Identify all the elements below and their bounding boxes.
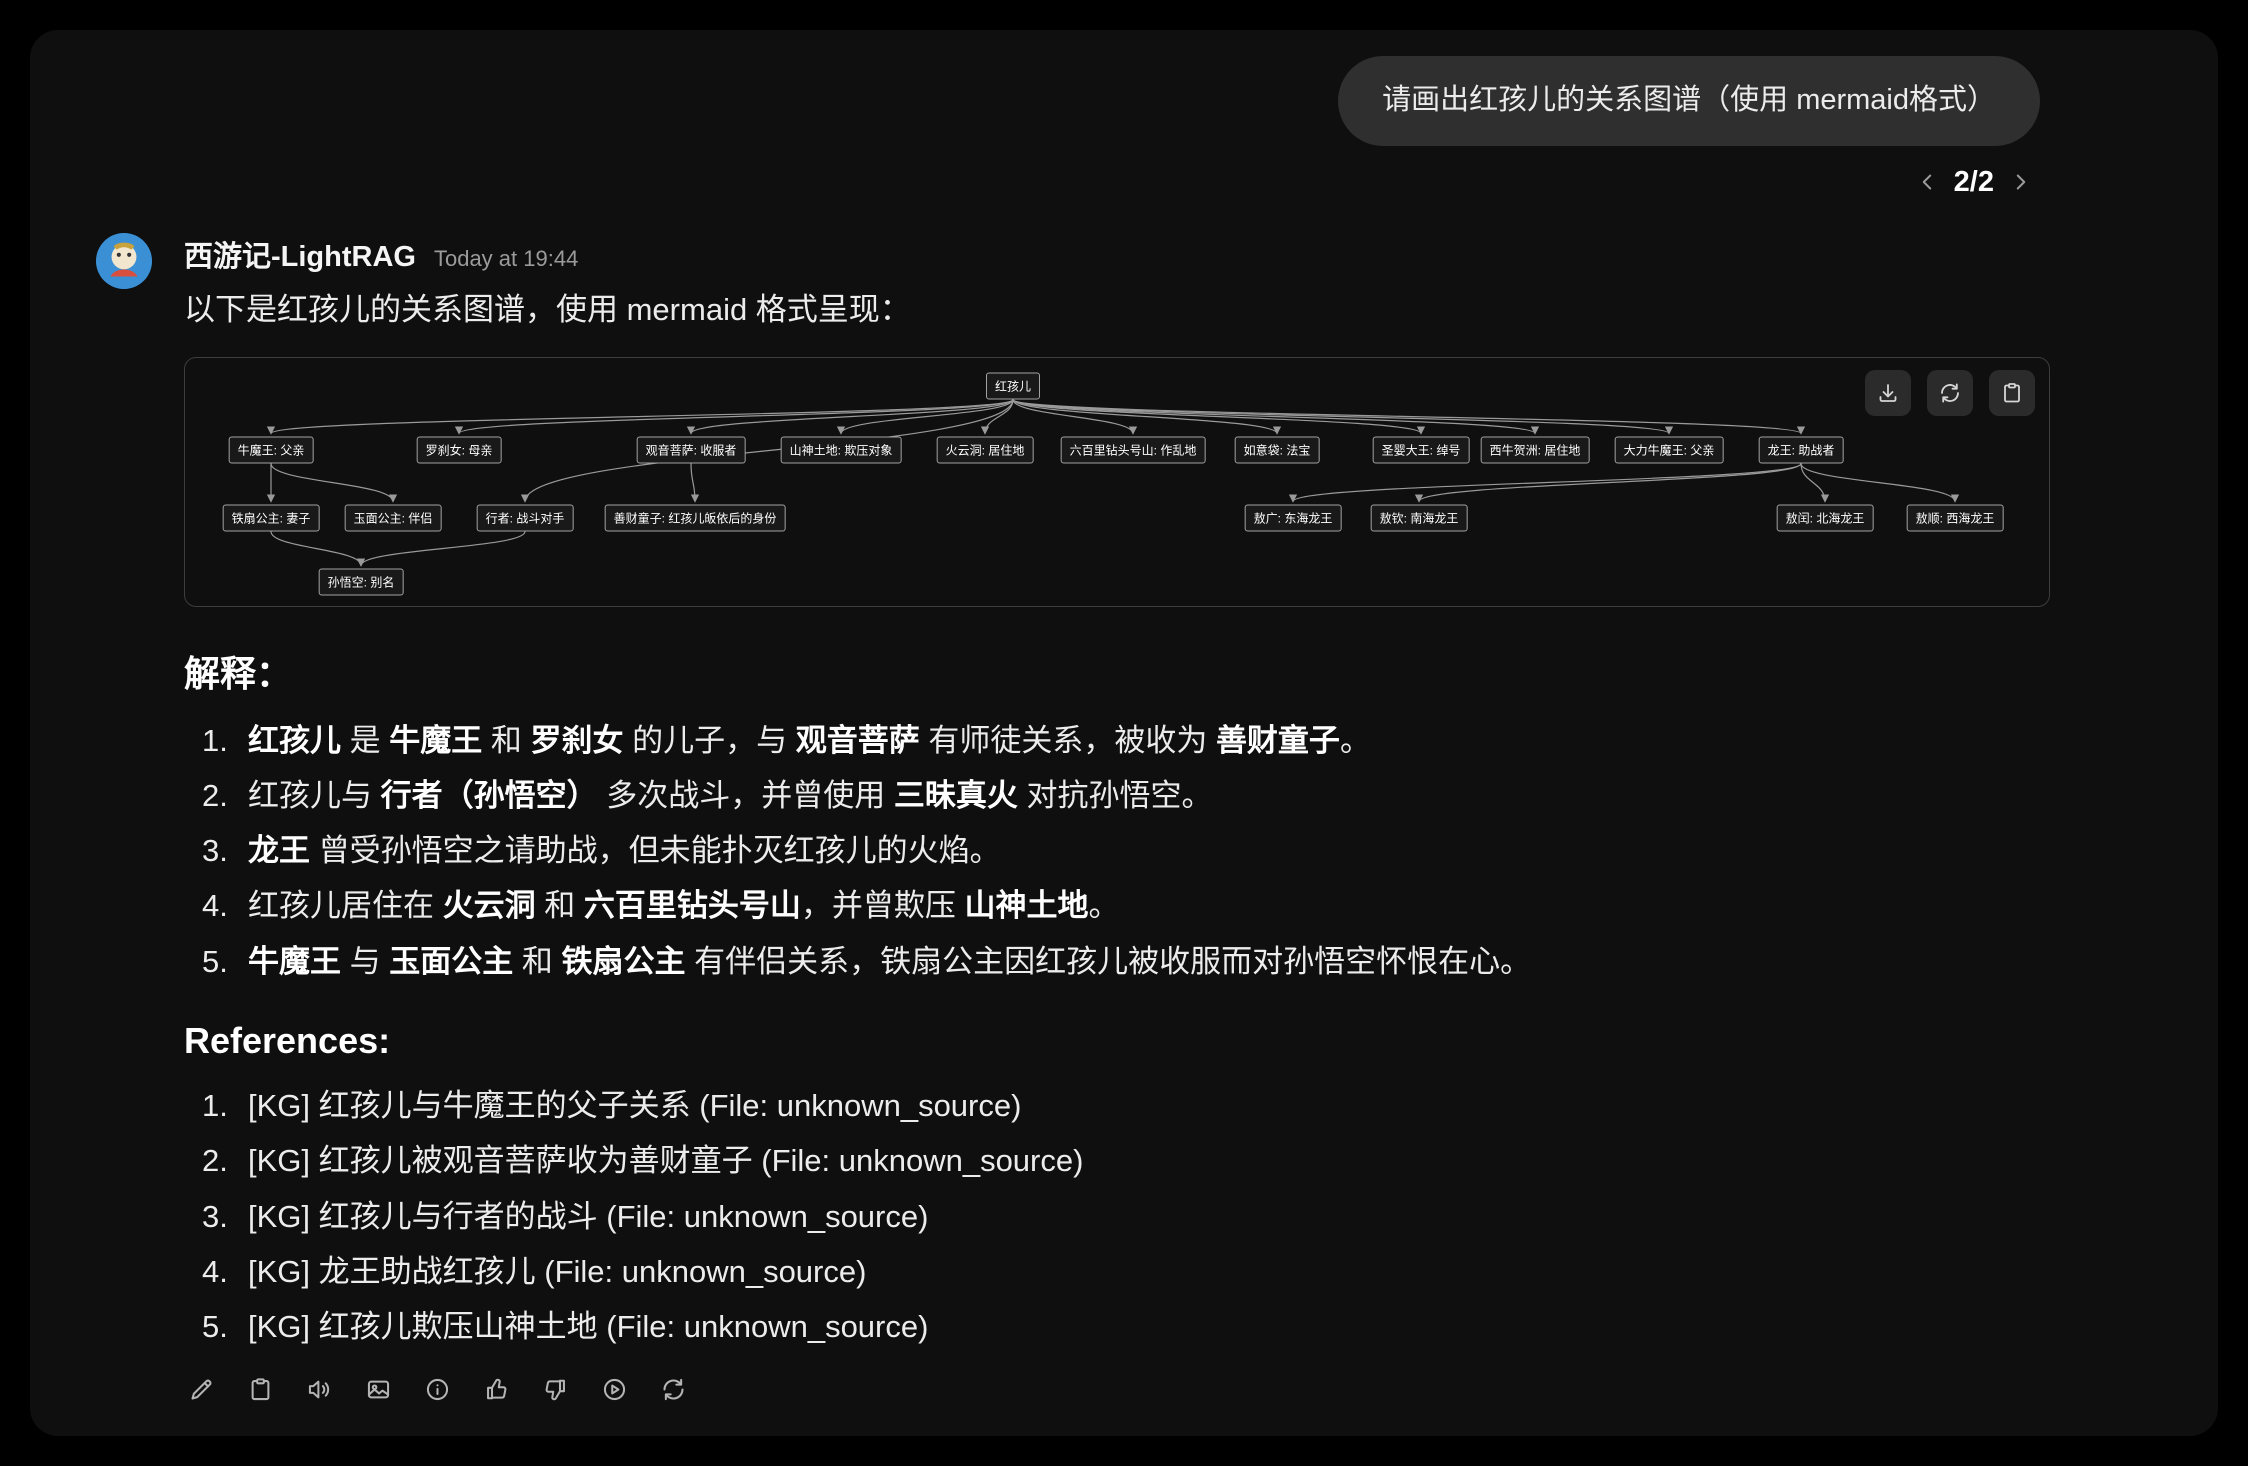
regenerate-button[interactable] xyxy=(656,1372,691,1407)
diagram-edge xyxy=(686,398,1014,435)
diagram-node-scdz: 善财童子: 红孩儿皈依后的身份 xyxy=(604,504,786,532)
user-message-row: 请画出红孩儿的关系图谱（使用 mermaid格式） xyxy=(30,56,2218,146)
diagram-node-ag: 敖广: 东海龙王 xyxy=(1244,504,1342,532)
thumbs-up-button[interactable] xyxy=(479,1372,514,1407)
references-list: [KG] 红孩儿与牛魔王的父子关系 (File: unknown_source)… xyxy=(184,1086,2050,1347)
diagram-node-lw: 龙王: 助战者 xyxy=(1758,436,1844,464)
prev-page-button[interactable] xyxy=(1912,167,1942,197)
diagram-edge xyxy=(836,398,1014,435)
diagram-node-hyd: 火云洞: 居住地 xyxy=(936,436,1034,464)
diagram-edge xyxy=(1012,398,1426,435)
thumbs-down-button[interactable] xyxy=(538,1372,573,1407)
diagram-edge xyxy=(1414,462,1802,503)
diagram-node-ryd: 如意袋: 法宝 xyxy=(1234,436,1320,464)
page-indicator: 2/2 xyxy=(1953,165,1994,198)
read-aloud-icon xyxy=(306,1376,333,1403)
diagram-edge xyxy=(270,462,398,503)
edit-icon xyxy=(188,1376,215,1403)
diagram-node-ymgz: 玉面公主: 伴侣 xyxy=(344,504,442,532)
copy-icon xyxy=(2000,381,2024,405)
assistant-message-body: 西游记-LightRAG Today at 19:44 以下是红孩儿的关系图谱，… xyxy=(184,233,2050,1407)
diagram-edge xyxy=(267,398,1014,435)
intro-text: 以下是红孩儿的关系图谱，使用 mermaid 格式呈现： xyxy=(184,291,911,327)
info-button[interactable] xyxy=(420,1372,455,1407)
diagram-edge xyxy=(270,530,366,567)
image-icon xyxy=(365,1376,392,1403)
diagram-edge xyxy=(1288,462,1802,503)
next-page-button[interactable] xyxy=(2006,167,2036,197)
thumbs-down-icon xyxy=(542,1376,569,1403)
diagram-node-ar: 敖闰: 北海龙王 xyxy=(1776,504,1874,532)
diagram-node-tsgz: 铁扇公主: 妻子 xyxy=(222,504,320,532)
play-button[interactable] xyxy=(597,1372,632,1407)
explanation-heading: 解释： xyxy=(184,652,293,694)
diagram-node-aq: 敖钦: 南海龙王 xyxy=(1370,504,1468,532)
diagram-node-hhe: 红孩儿 xyxy=(985,372,1041,400)
chat-window: 请画出红孩儿的关系图谱（使用 mermaid格式） 2/2 西游记-LightR… xyxy=(30,30,2218,1436)
download-icon xyxy=(1876,381,1900,405)
diagram-edge xyxy=(690,463,700,503)
diagram-node-xz: 行者: 战斗对手 xyxy=(476,504,574,532)
diagram-edge xyxy=(1800,462,1830,503)
mermaid-diagram: 红孩儿牛魔王: 父亲 罗刹女: 母亲 观音菩萨: 收服者 山神土地: 欺压对象 火云洞:… xyxy=(184,356,2050,607)
image-button[interactable] xyxy=(361,1372,396,1407)
diagram-node-xnhz: 西牛贺洲: 居住地 xyxy=(1480,436,1590,464)
explanation-item: 红孩儿与 行者（孙悟空） 多次战斗，并曾使用 三昧真火 对抗孙悟空。 xyxy=(248,777,1213,813)
edit-button[interactable] xyxy=(184,1372,219,1407)
reference-item: [KG] 红孩儿与行者的战斗 (File: unknown_source) xyxy=(248,1198,929,1234)
chevron-right-icon xyxy=(2008,169,2034,195)
explanation-item: 红孩儿 是 牛魔王 和 罗刹女 的儿子，与 观音菩萨 有师徒关系，被收为 善财童… xyxy=(248,722,1371,758)
read-aloud-button[interactable] xyxy=(302,1372,337,1407)
diagram-node-sydw: 圣婴大王: 绰号 xyxy=(1372,436,1470,464)
message-action-bar xyxy=(184,1372,2050,1407)
diagram-node-sstd: 山神土地: 欺压对象 xyxy=(780,436,902,464)
message-pagination: 2/2 xyxy=(30,166,2218,199)
diagram-edges xyxy=(266,398,1960,567)
diagram-node-lbl: 六百里钻头号山: 作乱地 xyxy=(1060,436,1206,464)
regenerate-icon xyxy=(660,1376,687,1403)
diagram-node-swk: 孙悟空: 别名 xyxy=(318,568,404,596)
diagram-toolbar xyxy=(1865,369,2035,416)
explanation-list: 红孩儿 是 牛魔王 和 罗刹女 的儿子，与 观音菩萨 有师徒关系，被收为 善财童… xyxy=(184,721,2050,982)
reference-item: [KG] 红孩儿与牛魔王的父子关系 (File: unknown_source) xyxy=(248,1088,1022,1124)
user-message-bubble: 请画出红孩儿的关系图谱（使用 mermaid格式） xyxy=(1338,56,2040,146)
download-button[interactable] xyxy=(1865,369,1911,416)
diagram-edge xyxy=(356,530,526,567)
diagram-edge xyxy=(1012,398,1138,435)
message-header: 西游记-LightRAG Today at 19:44 xyxy=(184,233,2050,275)
copy-button[interactable] xyxy=(243,1372,278,1407)
explanation-item: 牛魔王 与 玉面公主 和 铁扇公主 有伴侣关系，铁扇公主因红孩儿被收服而对孙悟空… xyxy=(248,943,1532,979)
avatar-image xyxy=(96,232,152,289)
diagram-node-gyps: 观音菩萨: 收服者 xyxy=(636,436,746,464)
diagram-edge xyxy=(1012,398,1539,435)
diagram-edge xyxy=(455,398,1014,435)
reference-item: [KG] 红孩儿欺压山神土地 (File: unknown_source) xyxy=(248,1309,929,1345)
assistant-message: 西游记-LightRAG Today at 19:44 以下是红孩儿的关系图谱，… xyxy=(30,199,2218,1407)
explanation-item: 龙王 曾受孙悟空之请助战，但未能扑灭红孩儿的火焰。 xyxy=(248,833,1001,869)
reference-item: [KG] 龙王助战红孩儿 (File: unknown_source) xyxy=(248,1253,867,1289)
reference-item: [KG] 红孩儿被观音菩萨收为善财童子 (File: unknown_sourc… xyxy=(248,1143,1084,1179)
diagram-edge xyxy=(1800,462,1960,503)
references-heading: References: xyxy=(184,1020,391,1062)
timestamp: Today at 19:44 xyxy=(433,245,579,271)
diagram-node-dlnmw: 大力牛魔王: 父亲 xyxy=(1614,436,1724,464)
diagram-edge xyxy=(520,398,1014,503)
copy-icon xyxy=(247,1376,274,1403)
author-name: 西游记-LightRAG xyxy=(184,240,416,273)
play-icon xyxy=(601,1376,628,1403)
thumbs-up-icon xyxy=(483,1376,510,1403)
diagram-edge xyxy=(1012,398,1805,435)
chevron-left-icon xyxy=(1914,169,1940,195)
refresh-button[interactable] xyxy=(1927,369,1973,416)
diagram-node-lcn: 罗刹女: 母亲 xyxy=(416,436,502,464)
diagram-edge xyxy=(1012,398,1673,435)
diagram-node-nmw: 牛魔王: 父亲 xyxy=(228,436,314,464)
diagram-edge xyxy=(1012,398,1282,435)
info-icon xyxy=(424,1376,451,1403)
refresh-icon xyxy=(1938,381,1962,405)
explanation-item: 红孩儿居住在 火云洞 和 六百里钻头号山，并曾欺压 山神土地。 xyxy=(248,888,1120,924)
copy-button[interactable] xyxy=(1989,369,2035,416)
diagram-node-as: 敖顺: 西海龙王 xyxy=(1906,504,2004,532)
avatar[interactable] xyxy=(96,232,152,289)
